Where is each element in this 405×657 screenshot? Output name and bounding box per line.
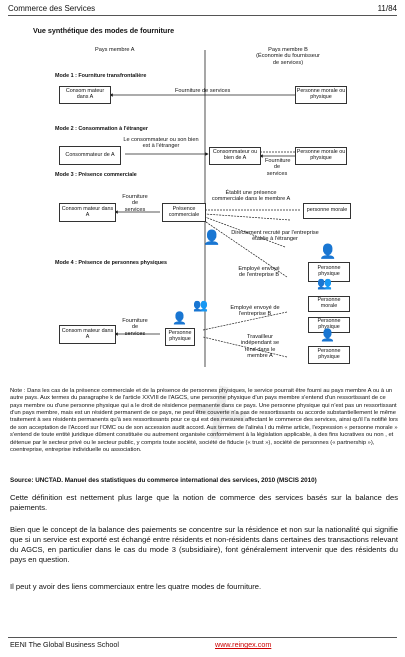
modes-figure: Vue synthétique des modes de fourniture … [25, 22, 393, 392]
people-icon-1: 👥 [317, 276, 332, 290]
consumer-in-a-box-4: Consom mateur dans A [59, 325, 116, 344]
footer-school: EENI The Global Business School [10, 640, 119, 649]
physical-person-box-a: Personne physique [165, 328, 195, 346]
physical-person-box-2: Personne physique [308, 317, 350, 333]
paragraph-1: Cette définition est nettement plus larg… [10, 493, 398, 512]
mode-2-label: Mode 2 : Consommation à l'étranger [55, 126, 148, 132]
independent-label: Travailleur indépendant se rend dans le … [240, 334, 280, 360]
consumer-or-good-box: Consommateur ou bien de A [209, 147, 261, 165]
employee-sent-label-2: Employé envoyé de l'entreprise B [230, 305, 280, 318]
column-b-label: Pays membre B (Économie du fournisseur d… [253, 47, 323, 66]
person-icon-4: 👤 [320, 328, 335, 342]
physical-person-box-1: Personne physique [308, 262, 350, 282]
paragraph-2: Bien que le concept de la balance des pa… [10, 525, 398, 564]
header-rule [8, 15, 397, 16]
commercial-presence-box: Présence commerciale [162, 203, 206, 222]
person-icon-2: 👤 [319, 243, 337, 259]
person-icon-1: 👤 [203, 229, 221, 245]
consumer-in-a-box-3: Consom mateur dans A [59, 203, 116, 222]
employee-sent-label-1: Employé envoyé de l'entreprise B [238, 266, 280, 279]
legal-or-physical-box-2: Personne morale ou physique [295, 147, 347, 165]
footer-rule [8, 637, 397, 638]
people-icon-2: 👥 [193, 298, 208, 312]
directly-recruited-label: Directement recruté par l'entreprise éta… [231, 230, 319, 243]
establishes-label: Établit une présence commerciale dans le… [211, 190, 291, 203]
footer-link[interactable]: www.reingex.com [215, 640, 272, 649]
legal-person-box: personne morale [303, 203, 351, 219]
column-b-subtitle: (Économie du fournisseur de services) [256, 53, 320, 66]
services-supply-label-4: Fourniture de services [122, 318, 148, 337]
legal-or-physical-box-1: Personne morale ou physique [295, 86, 347, 104]
person-icon-3: 👤 [172, 311, 187, 325]
source-line: Source: UNCTAD. Manuel des statistiques … [10, 477, 317, 484]
note-paragraph: Note : Dans les cas de la présence comme… [10, 388, 398, 453]
paragraph-3: Il peut y avoir des liens commerciaux en… [10, 582, 262, 591]
mode-4-label: Mode 4 : Présence de personnes physiques [55, 260, 168, 266]
consumer-in-a-box: Consom mateur dans A [59, 86, 111, 104]
page-header: Commerce des Services 11/84 [8, 4, 397, 16]
mode-1-label: Mode 1 : Fourniture transfrontalière [55, 73, 147, 79]
consumer-travels-label: Le consommateur ou son bien est à l'étra… [123, 137, 199, 150]
consumer-of-a-box: Consommateur de A [59, 146, 121, 165]
page-number: 11/84 [377, 4, 397, 13]
services-supply-label-3: Fourniture de services [122, 194, 148, 213]
figure-title: Vue synthétique des modes de fourniture [33, 26, 175, 35]
header-title: Commerce des Services [8, 4, 96, 13]
column-b-title: Pays membre B [268, 47, 308, 53]
supplier-services-label: Fourniture de services [265, 158, 291, 177]
mode-3-label: Mode 3 : Présence commerciale [55, 172, 137, 178]
column-a-label: Pays membre A [95, 47, 135, 53]
moral-person-box-1: Personne morale [308, 296, 350, 312]
physical-person-box-3: Personne physique [308, 346, 350, 364]
services-supply-label-1: Fourniture de services [175, 88, 231, 94]
